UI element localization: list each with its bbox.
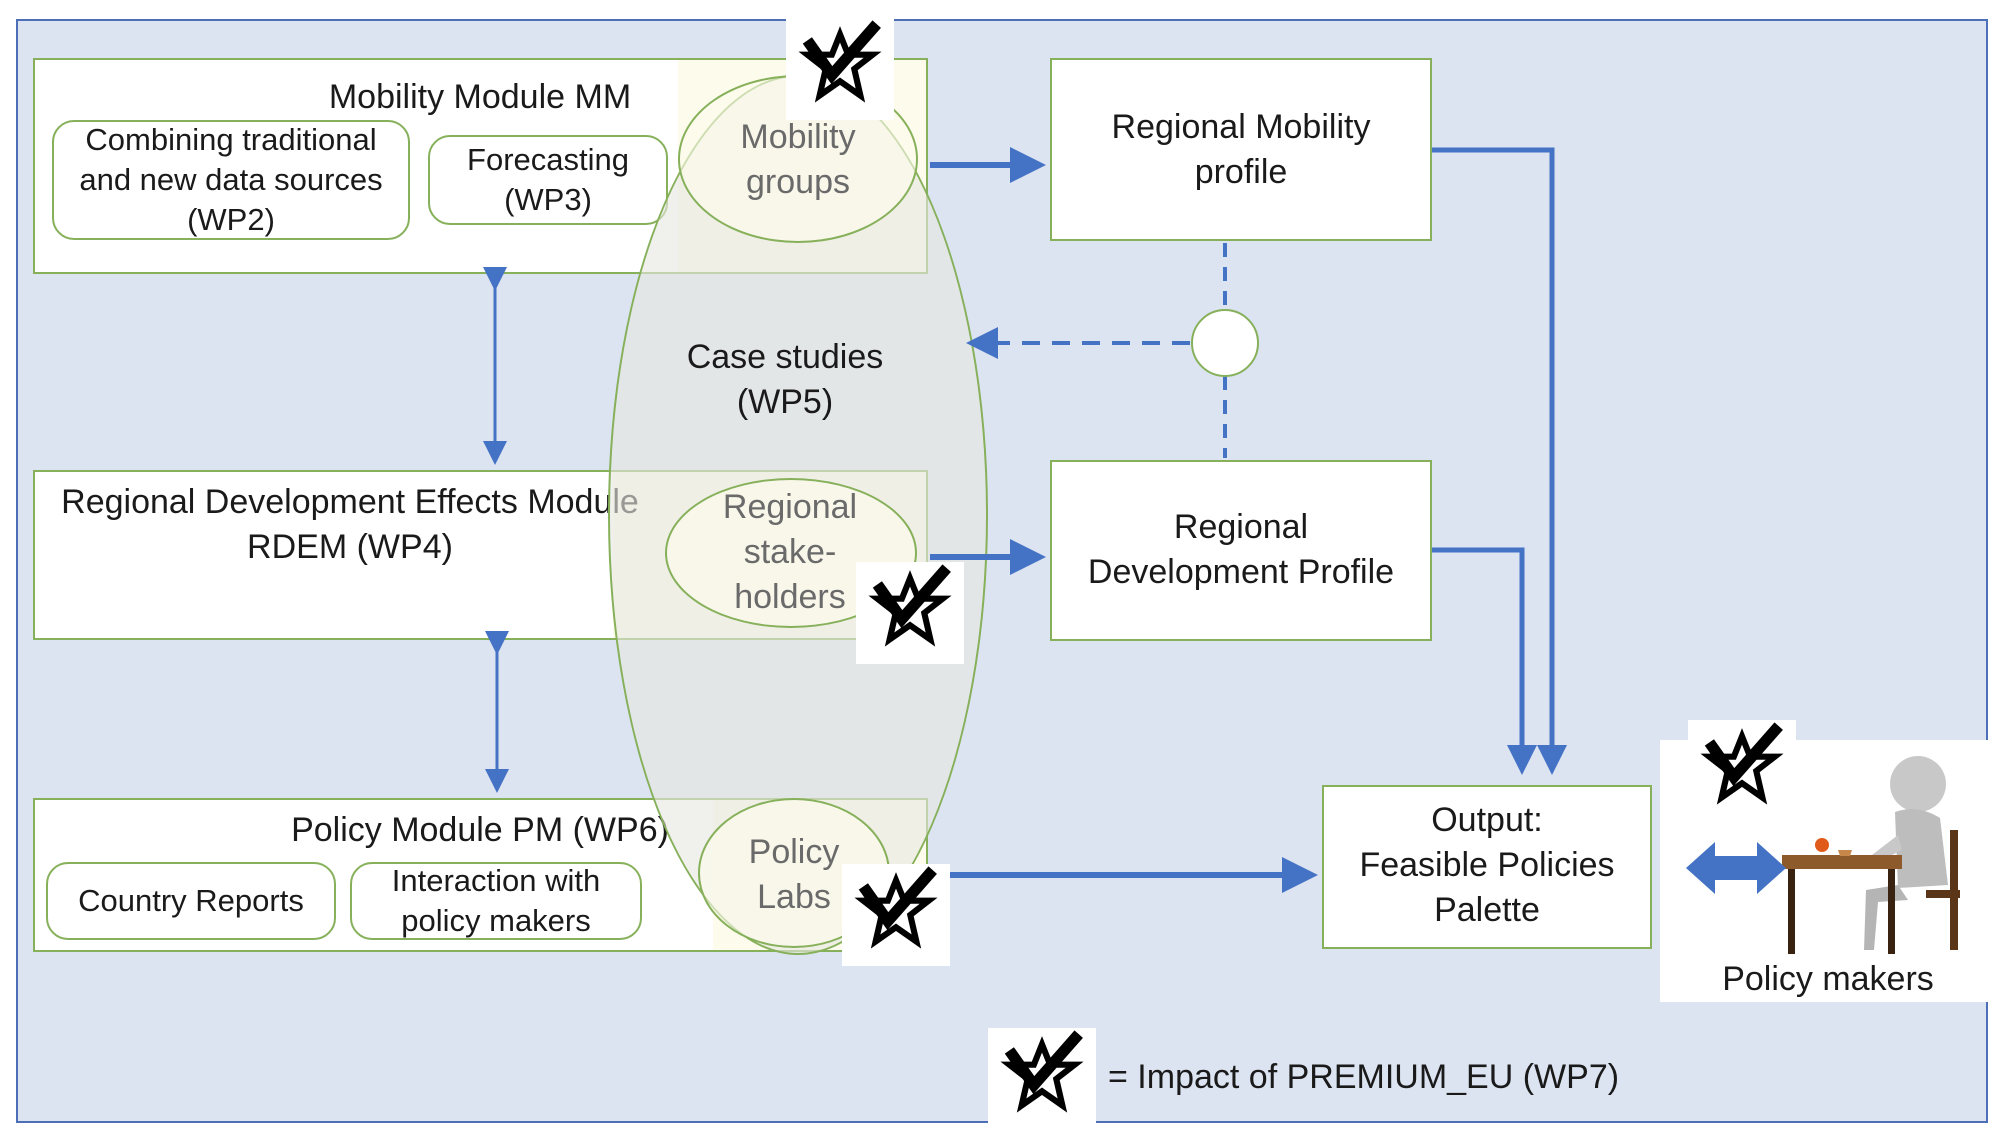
impact-star-icon	[1688, 720, 1796, 822]
country-reports-box: Country Reports	[46, 862, 336, 940]
junction-circle	[1191, 309, 1259, 377]
regional-development-profile	[1050, 460, 1432, 641]
legend-text: = Impact of PREMIUM_EU (WP7)	[1108, 1058, 1620, 1096]
rdem-module-left-panel	[33, 470, 613, 640]
rdem-module-title: Regional Development Effects Module RDEM…	[61, 483, 639, 566]
impact-star-icon	[786, 18, 894, 120]
mobility-groups-label: Mobility groups	[740, 118, 856, 201]
regional-mobility-profile-label: Regional Mobility profile	[1111, 108, 1371, 191]
policy-labs-label: Policy Labs	[748, 833, 840, 916]
mobility-profile-to-output-arrow	[1432, 147, 1567, 775]
impact-star-icon	[842, 864, 950, 966]
output-box	[1322, 785, 1652, 949]
development-profile-to-output-arrow	[1432, 547, 1537, 775]
policy-makers-label: Policy makers	[1722, 960, 1934, 998]
policy-module-title: Policy Module PM (WP6)	[291, 811, 669, 849]
impact-star-icon	[856, 562, 964, 664]
case-studies-label: Case studies (WP5)	[686, 338, 884, 421]
forecasting-box: Forecasting (WP3)	[428, 135, 668, 225]
combining-data-sources-box: Combining traditional and new data sourc…	[52, 120, 410, 240]
regional-stakeholders-label: Regional stake- holders	[722, 488, 858, 616]
policy-maker-figure	[1782, 756, 1960, 954]
output-label: Output: Feasible Policies Palette	[1359, 801, 1615, 929]
impact-star-icon	[988, 1028, 1096, 1130]
policy-makers-double-arrow	[1686, 842, 1786, 894]
interaction-box: Interaction with policy makers	[350, 862, 642, 940]
regional-mobility-profile	[1050, 58, 1432, 241]
mobility-module-title: Mobility Module MM	[328, 78, 632, 116]
regional-development-profile-label: Regional Development Profile	[1087, 508, 1395, 591]
